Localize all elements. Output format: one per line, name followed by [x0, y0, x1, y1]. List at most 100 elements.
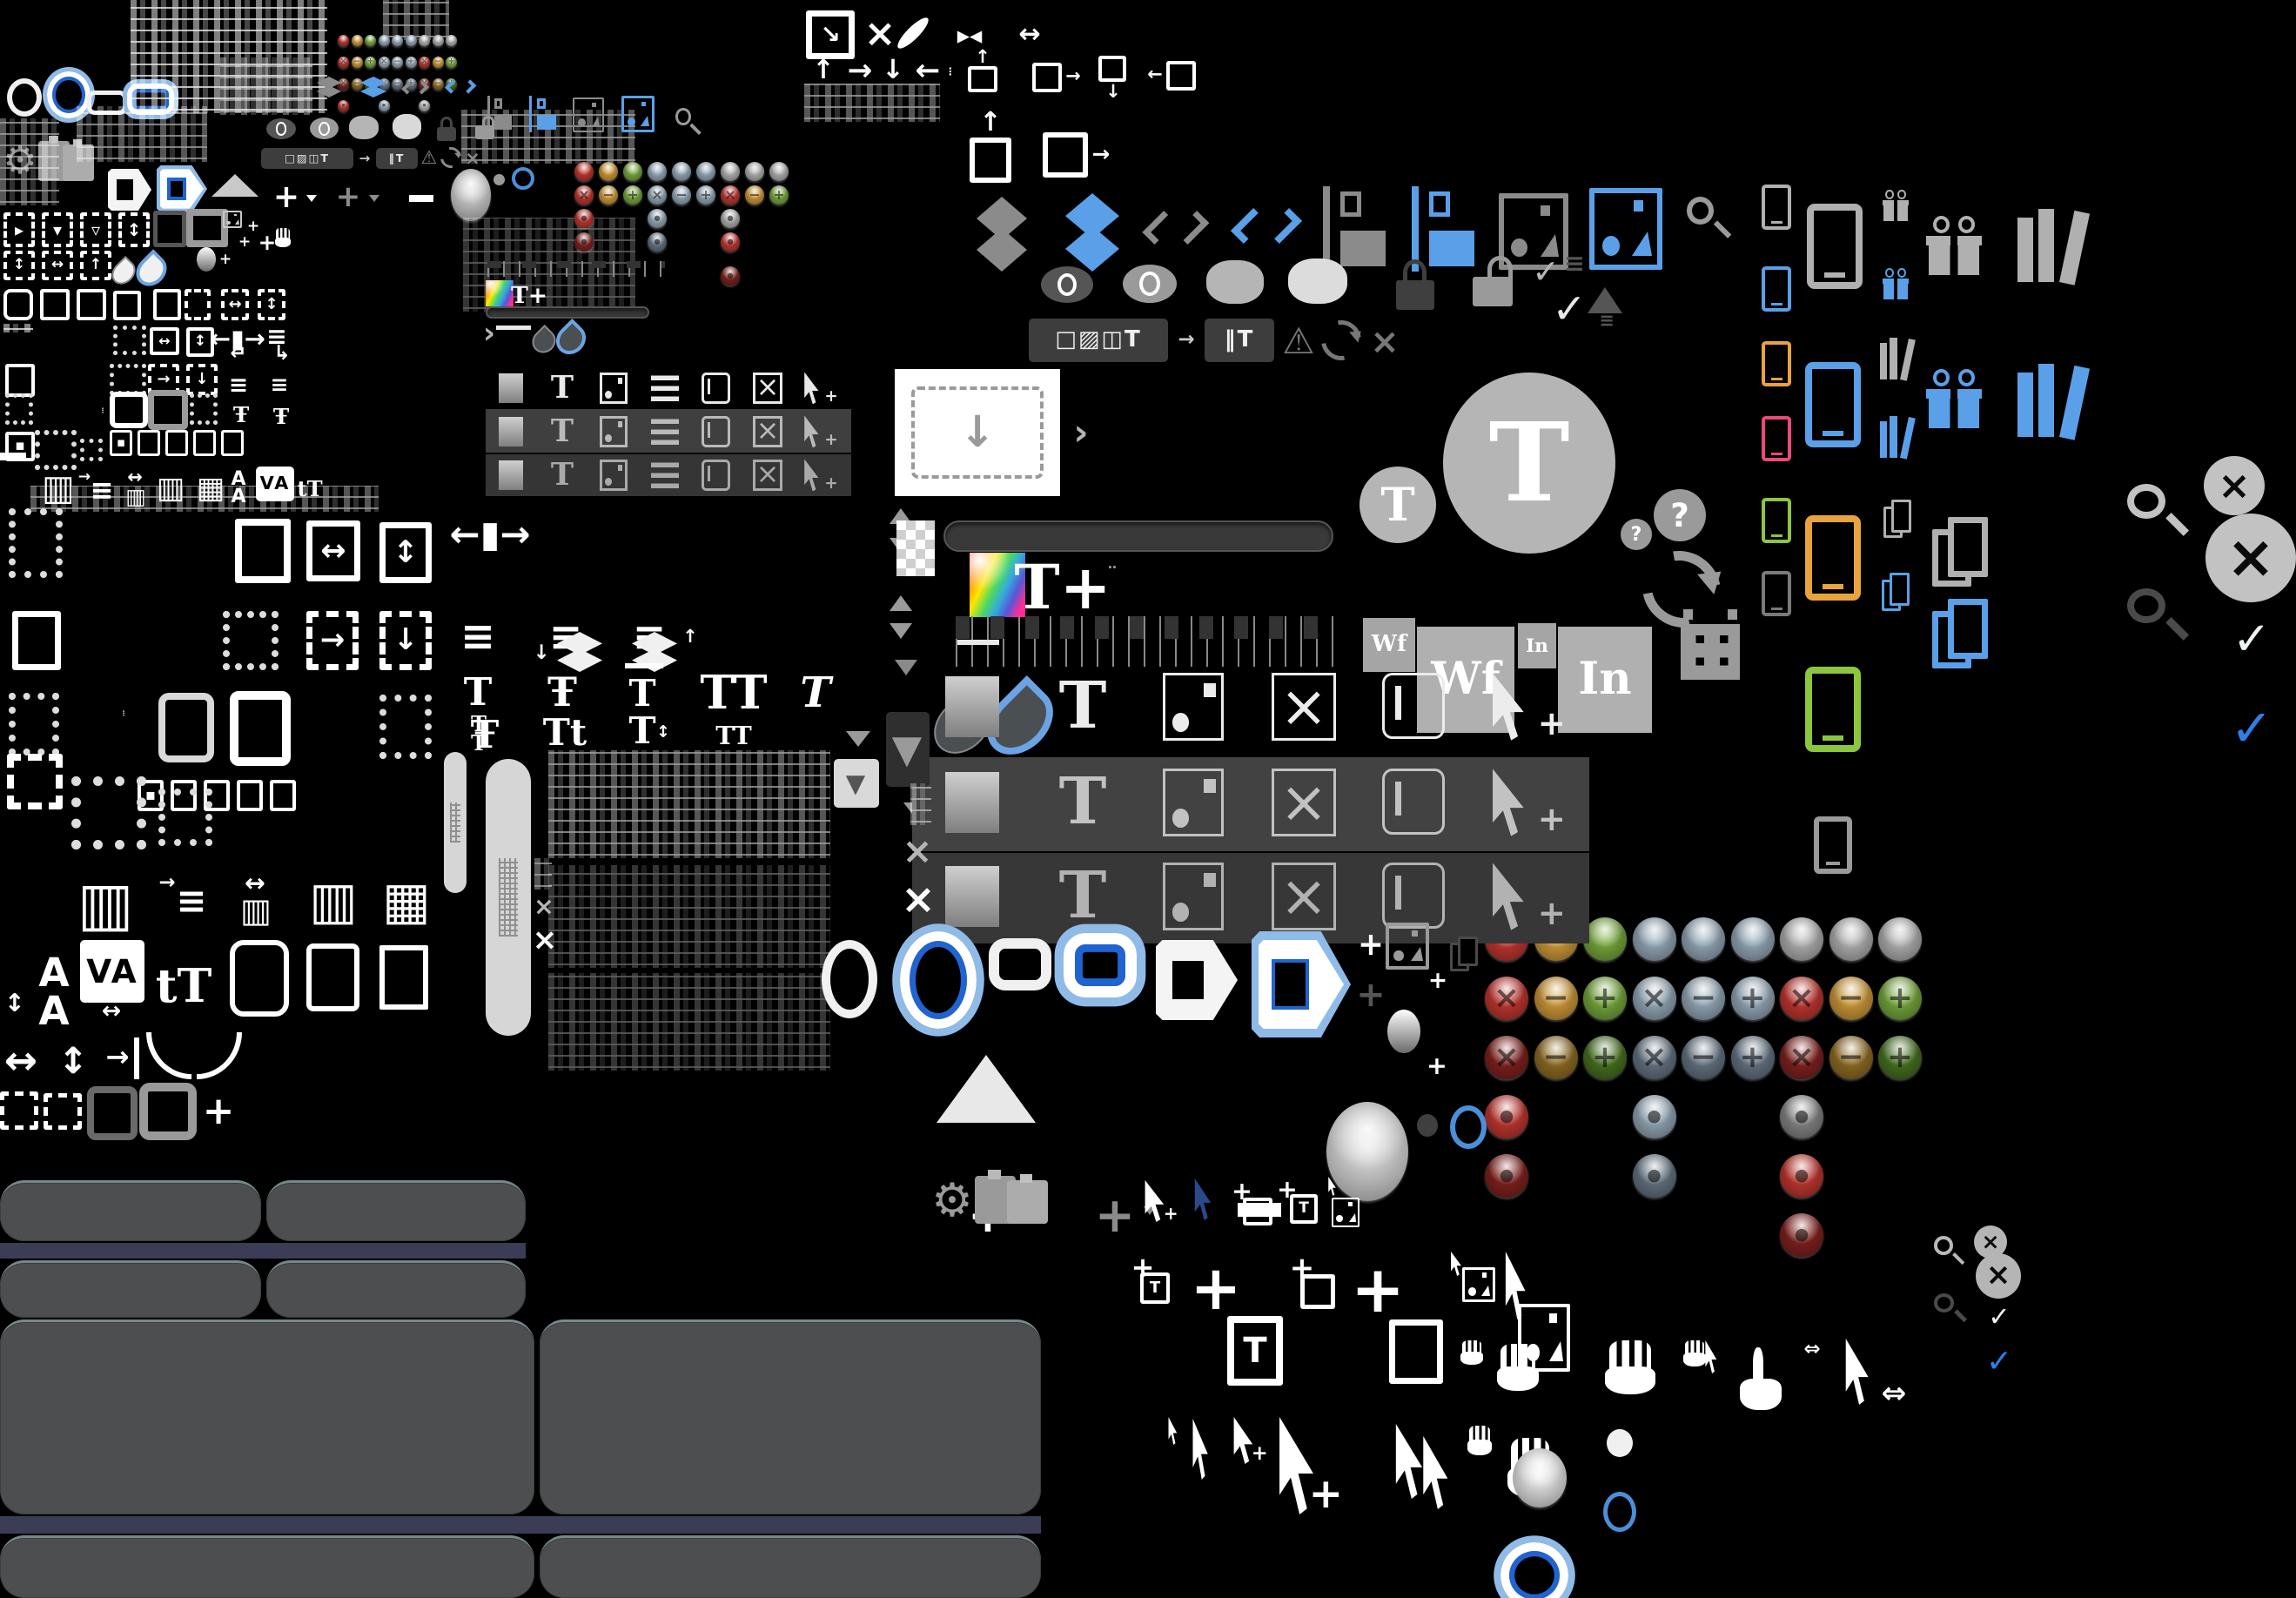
- orb-button: +: [446, 78, 457, 90]
- scrollbar-v: [444, 752, 467, 893]
- frame: [171, 780, 197, 811]
- panel: [266, 1260, 526, 1318]
- checker-strip: [3, 324, 33, 332]
- clipboard-icon: [975, 1170, 1048, 1224]
- panel: [540, 1319, 1041, 1514]
- letters-TT: TT: [700, 664, 768, 720]
- frame: ↔: [150, 327, 179, 355]
- grid-cols-icon: ▥: [309, 870, 358, 930]
- orb-button: +: [446, 57, 457, 68]
- orb-button: ×: [1632, 977, 1676, 1020]
- orb-button: [1730, 917, 1775, 961]
- table-cell-box: [924, 762, 1020, 843]
- grid-cols-icon: ▥: [125, 483, 146, 509]
- panel-layout-icon-blue-sm: [529, 96, 559, 132]
- orb-button: +: [1583, 977, 1627, 1020]
- copy-icon-sm-gray: [1883, 500, 1911, 538]
- micro-text-icons: [548, 750, 830, 858]
- slider-bar: [943, 520, 1333, 552]
- orb-button: ●: [419, 100, 430, 111]
- text-plus-icon: T+: [1014, 550, 1111, 623]
- table-cell-ptr: +: [1477, 856, 1573, 937]
- table-cell-card: [1366, 667, 1462, 747]
- arrow-right-icon: →: [1178, 327, 1195, 351]
- orb-button: [599, 162, 618, 181]
- orb-button: −: [1534, 1036, 1578, 1079]
- arrow-lr-icon: ↔: [101, 997, 122, 1024]
- orb-button: ×: [419, 78, 430, 90]
- table-row-icons: T×+: [489, 456, 849, 494]
- hand-icon: [1497, 1344, 1539, 1391]
- white-dash: [957, 640, 999, 645]
- orb-button: ×: [1780, 977, 1823, 1020]
- dot-dark: [1417, 1114, 1438, 1137]
- pent-arrow: [1156, 940, 1238, 1020]
- cursor-move-sm: +: [1229, 1417, 1268, 1464]
- checker-square: [158, 789, 212, 846]
- dots-grid: [534, 858, 552, 890]
- frame: ↕: [379, 522, 432, 583]
- frame-round: [230, 940, 289, 1017]
- frame: [5, 364, 35, 397]
- crosshair-icon: +: [1232, 1176, 1252, 1205]
- x-icon-gray: ×: [534, 891, 554, 921]
- layers-icon: [977, 197, 1027, 272]
- arrow-right-icon: →: [1091, 140, 1111, 166]
- toolbar-strip-sm: □▨◫T: [261, 148, 353, 169]
- frame-checker: [110, 364, 146, 395]
- frame: [235, 519, 291, 583]
- image-box-icon-sm: [223, 211, 242, 228]
- lock-icon-sm: [437, 117, 456, 141]
- frame: [221, 430, 244, 456]
- navy-strip: [0, 1243, 526, 1259]
- orb-button: ●: [574, 232, 594, 252]
- table-cell-xb: ×: [1256, 667, 1352, 747]
- orb-button: [338, 35, 349, 46]
- x-icon-gray: ×: [902, 829, 933, 872]
- orb-button: ×: [1485, 1036, 1528, 1079]
- cursor: [1417, 1436, 1462, 1509]
- gradient-square-sm: [197, 247, 216, 272]
- orb-button: −: [351, 57, 363, 68]
- table-row-bg: [912, 757, 1589, 851]
- plus-icon-sm: +: [218, 251, 232, 269]
- frame-round-sm: [3, 289, 33, 320]
- frame-checker: [223, 611, 279, 670]
- orb-button: ×: [1632, 1036, 1676, 1079]
- ring-tiny-blue: [512, 167, 534, 190]
- grid-cols-icon: ▥: [240, 890, 272, 930]
- magnifier-icon-sm: [675, 108, 702, 136]
- plus-icon: +: [1427, 1051, 1447, 1080]
- checker-sq-sm: [80, 439, 103, 461]
- orb-button: ×: [378, 57, 390, 68]
- lines-icon: ≡: [460, 613, 495, 661]
- orb-button: −: [672, 185, 691, 205]
- frame-T-large: T: [1227, 1316, 1283, 1386]
- hand-point-icon: [1735, 1347, 1786, 1410]
- layers-icon-blue-sm: [360, 77, 386, 97]
- robot-icon: [1675, 609, 1746, 682]
- orb-button: ●: [1780, 1154, 1823, 1198]
- letters-T-stack: T T: [471, 710, 487, 755]
- plus-icon: +: [1357, 926, 1385, 964]
- frame-dash: ↑: [80, 251, 111, 280]
- table-cell-box: [489, 413, 533, 451]
- hand-icon-sm: [1683, 1340, 1706, 1366]
- panel: [0, 1535, 534, 1598]
- typekit-circle: T: [1443, 373, 1615, 554]
- ring: [7, 78, 42, 117]
- lines-icon: ≡: [176, 878, 207, 922]
- micro-icons: [383, 0, 449, 40]
- arrow-right-icon: →: [77, 468, 91, 487]
- table-cell-ptr: +: [797, 456, 841, 494]
- frame: [1032, 63, 1062, 92]
- grid-cols-icon: ▥: [77, 870, 134, 939]
- warning-icon-sm: ⚠: [420, 147, 438, 169]
- layers-icon: [632, 632, 677, 672]
- blob-gray: [1206, 260, 1264, 304]
- letter-T: T: [628, 671, 656, 715]
- table-cell-T: T: [1058, 858, 1107, 934]
- chevron-right-lg: ›: [482, 316, 496, 352]
- frame: [165, 430, 188, 456]
- panel: [0, 1180, 261, 1241]
